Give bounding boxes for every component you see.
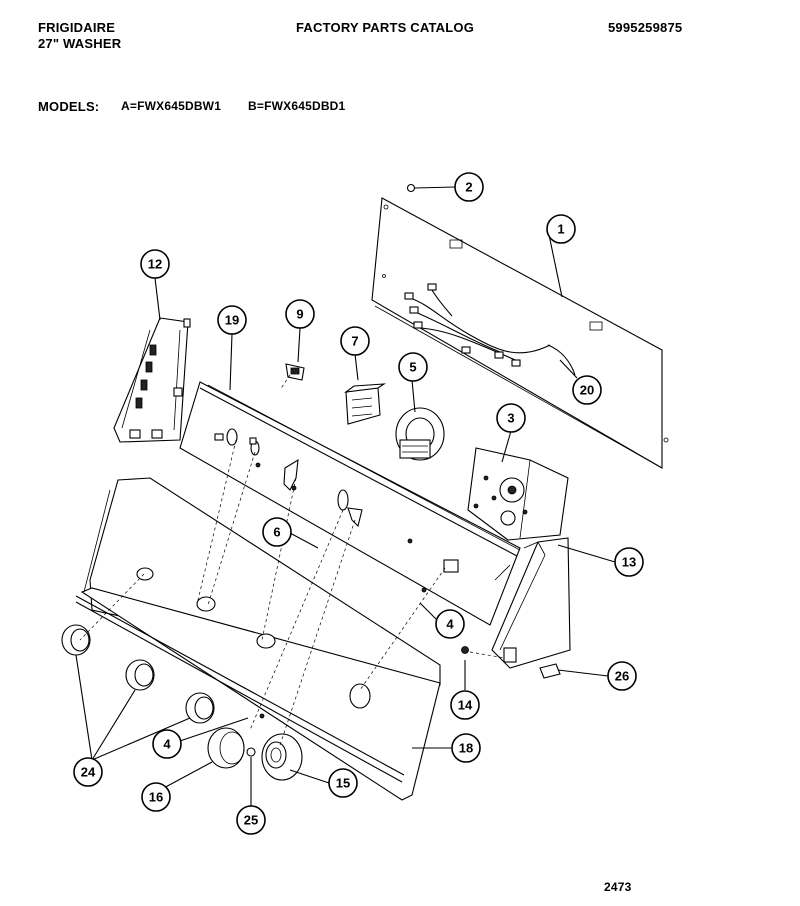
front-console-panel bbox=[75, 477, 441, 801]
svg-text:12: 12 bbox=[148, 257, 162, 272]
brand-name: FRIGIDAIRE bbox=[38, 20, 116, 35]
timer bbox=[467, 447, 569, 541]
svg-text:15: 15 bbox=[336, 776, 350, 791]
svg-text:26: 26 bbox=[615, 669, 629, 684]
svg-text:6: 6 bbox=[273, 525, 280, 540]
callout-4: 4 bbox=[152, 729, 182, 759]
callout-5: 5 bbox=[398, 352, 428, 382]
water-level-switch bbox=[395, 407, 445, 461]
svg-text:24: 24 bbox=[81, 765, 96, 780]
callout-16: 16 bbox=[141, 782, 171, 812]
svg-text:18: 18 bbox=[459, 741, 473, 756]
page-number: 2473 bbox=[604, 880, 632, 894]
callout-7: 7 bbox=[340, 326, 370, 356]
callout-25: 25 bbox=[236, 805, 266, 835]
callout-20: 20 bbox=[572, 375, 602, 405]
selector-knob bbox=[207, 727, 245, 769]
knob bbox=[61, 624, 91, 656]
callout-2: 2 bbox=[454, 172, 484, 202]
knob bbox=[125, 659, 155, 691]
knob bbox=[185, 692, 215, 724]
switch bbox=[285, 363, 305, 381]
svg-text:16: 16 bbox=[149, 790, 163, 805]
svg-text:1: 1 bbox=[557, 222, 564, 237]
end-cap bbox=[491, 537, 571, 669]
callout-24: 24 bbox=[73, 757, 103, 787]
svg-text:9: 9 bbox=[296, 307, 303, 322]
product-name: 27" WASHER bbox=[38, 36, 122, 51]
callout-1: 1 bbox=[546, 214, 576, 244]
leader-lines bbox=[75, 186, 616, 806]
catalog-title: FACTORY PARTS CATALOG bbox=[296, 20, 475, 35]
knob-clip bbox=[246, 747, 256, 757]
callout-14: 14 bbox=[450, 690, 480, 720]
screw-14 bbox=[461, 646, 469, 654]
svg-text:3: 3 bbox=[507, 411, 514, 426]
callout-15: 15 bbox=[328, 768, 358, 798]
svg-text:2: 2 bbox=[465, 180, 472, 195]
dial-knob bbox=[261, 733, 303, 781]
svg-text:19: 19 bbox=[225, 313, 239, 328]
svg-text:4: 4 bbox=[446, 617, 454, 632]
model-b: B=FWX645DBD1 bbox=[248, 99, 346, 113]
callout-19: 19 bbox=[217, 305, 247, 335]
callout-18: 18 bbox=[451, 733, 481, 763]
callout-26: 26 bbox=[607, 661, 637, 691]
callout-4: 4 bbox=[435, 609, 465, 639]
model-a: A=FWX645DBW1 bbox=[121, 99, 222, 113]
screw bbox=[406, 183, 416, 193]
svg-text:14: 14 bbox=[458, 698, 473, 713]
callout-3: 3 bbox=[496, 403, 526, 433]
clip bbox=[539, 663, 561, 679]
models-label: MODELS: bbox=[38, 99, 100, 114]
callout-12: 12 bbox=[140, 249, 170, 279]
control-module bbox=[344, 383, 387, 425]
svg-text:5: 5 bbox=[409, 360, 416, 375]
svg-text:20: 20 bbox=[580, 383, 594, 398]
svg-text:4: 4 bbox=[163, 737, 171, 752]
callout-13: 13 bbox=[614, 547, 644, 577]
svg-text:13: 13 bbox=[622, 555, 636, 570]
side-bracket bbox=[113, 317, 191, 443]
alignment-lines bbox=[79, 374, 506, 746]
svg-text:7: 7 bbox=[351, 334, 358, 349]
callout-9: 9 bbox=[285, 299, 315, 329]
svg-text:25: 25 bbox=[244, 813, 258, 828]
control-console bbox=[179, 381, 521, 626]
callout-6: 6 bbox=[262, 517, 292, 547]
catalog-number: 5995259875 bbox=[608, 20, 683, 35]
